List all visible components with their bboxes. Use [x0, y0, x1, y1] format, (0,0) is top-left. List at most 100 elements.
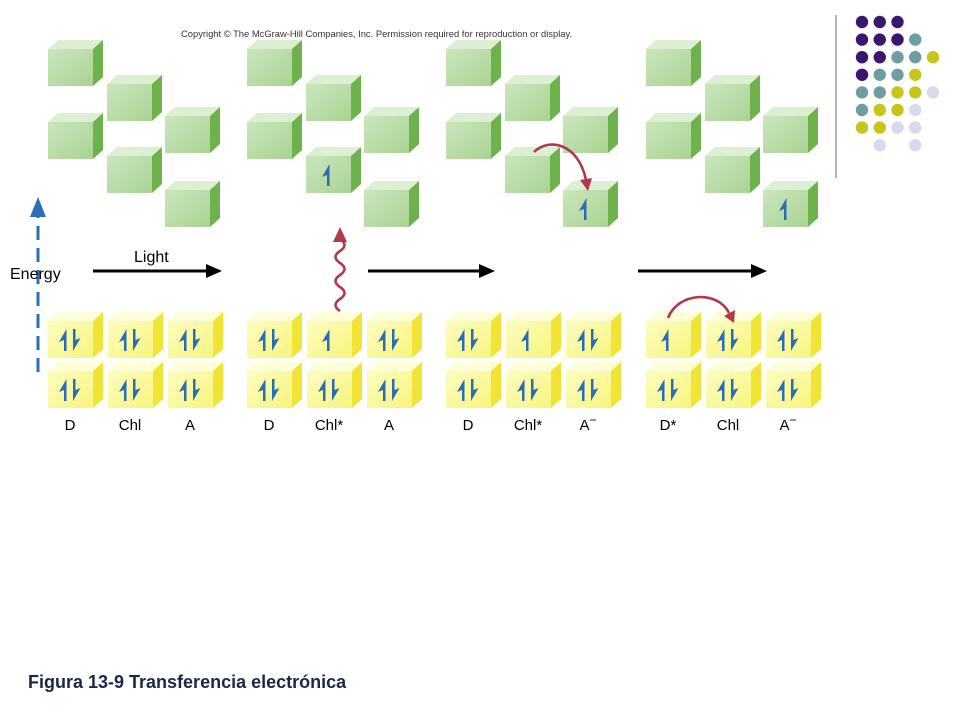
cube-side-face — [152, 147, 162, 193]
cube-top-face — [247, 40, 302, 49]
excited-level-cube — [763, 107, 818, 153]
cube-front-face — [446, 321, 491, 358]
decorative-dot-grid — [855, 15, 940, 152]
cube-side-face — [751, 312, 761, 358]
cube-front-face — [446, 49, 491, 86]
cube-front-face — [646, 122, 691, 159]
cube-side-face — [551, 312, 561, 358]
ground-level-cube — [307, 312, 362, 358]
molecule-label-text: D — [463, 417, 474, 434]
panel-3 — [446, 40, 621, 408]
cube-top-face — [165, 181, 220, 190]
cube-top-face — [563, 181, 618, 190]
electron-spin-down-arrow — [591, 379, 599, 401]
cube-front-face — [367, 371, 412, 408]
excited-level-cube — [705, 147, 760, 193]
cube-side-face — [808, 107, 818, 153]
electron-spin-up-arrow — [577, 329, 585, 351]
decor-dot — [909, 139, 922, 152]
cube-front-face — [307, 371, 352, 408]
decor-dot — [873, 139, 886, 152]
cube-top-face — [247, 312, 302, 321]
electron-spin-up-arrow — [322, 329, 330, 351]
electron-spin-up-arrow — [179, 379, 187, 401]
cube-top-face — [165, 107, 220, 116]
electron-spin-up-arrow — [717, 379, 725, 401]
cube-front-face — [706, 371, 751, 408]
electron-spin-down-arrow — [193, 379, 201, 401]
cube-front-face — [108, 321, 153, 358]
electron-spin-up-arrow — [577, 379, 585, 401]
decor-dot — [909, 68, 922, 82]
excited-level-cube — [505, 147, 560, 193]
cube-front-face — [48, 371, 93, 408]
molecule-label: D — [65, 417, 76, 434]
ground-level-cube — [48, 312, 103, 358]
decor-dot — [855, 86, 869, 99]
cube-top-face — [446, 312, 501, 321]
decor-dot — [873, 68, 886, 82]
cube-side-face — [210, 181, 220, 227]
orbital-cubes — [48, 40, 821, 408]
electron-spin-down-arrow — [731, 379, 739, 401]
decor-dot — [873, 86, 886, 99]
ground-level-cube — [108, 312, 163, 358]
cube-side-face — [93, 113, 103, 159]
cube-front-face — [364, 190, 409, 227]
cube-top-face — [107, 147, 162, 156]
cube-side-face — [93, 312, 103, 358]
excited-level-cube — [446, 113, 501, 159]
electron-spin-up-arrow — [59, 329, 67, 351]
ground-level-cube — [506, 312, 561, 358]
cube-side-face — [491, 113, 501, 159]
cube-top-face — [306, 147, 361, 156]
electron-spin-down-arrow — [791, 329, 799, 351]
excited-level-cube — [48, 113, 103, 159]
electron-spin-down-arrow — [531, 379, 539, 401]
decor-dot — [926, 86, 940, 99]
decor-dot — [909, 86, 922, 99]
decor-dot — [855, 15, 869, 29]
electron-spin-down-arrow — [73, 329, 81, 351]
electron-transfer-arrow-donor-to-chl — [666, 295, 735, 323]
cube-top-face — [646, 113, 701, 122]
cube-front-face — [446, 122, 491, 159]
cube-top-face — [48, 40, 103, 49]
excited-level-cube — [505, 75, 560, 121]
decor-dot — [891, 68, 904, 82]
electron-spin-up-arrow — [119, 329, 127, 351]
decor-dot — [873, 15, 886, 29]
electron-spin-up-arrow — [322, 164, 330, 186]
molecule-label: A — [185, 417, 195, 434]
excited-orbital-levels — [446, 40, 618, 227]
molecule-label-text: D* — [660, 417, 677, 434]
panel-2 — [247, 40, 422, 408]
molecule-label-text: Chl — [119, 417, 142, 434]
ground-level-cube — [307, 362, 362, 408]
cube-front-face — [364, 116, 409, 153]
electron-spin-down-arrow — [471, 329, 479, 351]
decor-dot — [855, 51, 869, 64]
excited-level-cube — [306, 147, 361, 193]
ground-level-cube — [247, 362, 302, 408]
electron-spin-down-arrow — [272, 379, 280, 401]
cube-front-face — [506, 371, 551, 408]
energy-axis-arrow — [30, 197, 46, 372]
cube-side-face — [292, 40, 302, 86]
electron-spin-up-arrow — [378, 329, 386, 351]
ground-level-cube — [247, 312, 302, 358]
electron-spin-down-arrow — [392, 329, 400, 351]
electron-spin-up-arrow — [521, 329, 529, 351]
cube-front-face — [566, 371, 611, 408]
electron-spin-up-arrow — [179, 329, 187, 351]
cube-side-face — [292, 113, 302, 159]
molecule-label-text: D — [264, 417, 275, 434]
step-arrow-1 — [93, 264, 222, 278]
electron-spin-down-arrow — [272, 329, 280, 351]
molecule-label: D* — [660, 417, 677, 434]
cube-top-face — [307, 362, 362, 371]
excited-level-cube — [563, 107, 618, 153]
